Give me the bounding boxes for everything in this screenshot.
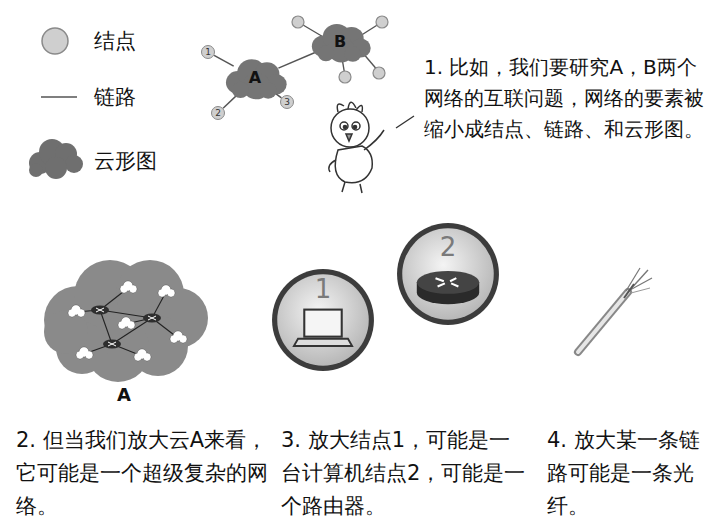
node-name: A [249, 70, 261, 86]
network-cloud: B [308, 21, 372, 63]
callout-text: 1. 比如，我们要研究A，B两个网络的互联问题，网络的要素被缩小成结点、链路、和… [424, 52, 706, 145]
bird-illustration [329, 102, 384, 193]
caption: 4. 放大某一条链路可能是一条光纤。 [547, 424, 707, 523]
network-cloud [38, 252, 210, 382]
legend-link-sample [41, 96, 77, 98]
leader-line [396, 116, 414, 128]
legend-text: 链路 [94, 84, 136, 110]
node-number: 1 [205, 48, 211, 57]
caption: 2. 但当我们放大云A来看，它可能是一个超级复杂的网络。 [16, 424, 274, 523]
zoom-number: 1 [315, 276, 332, 302]
b-satellite-nodes [292, 16, 388, 83]
network-cloud: A [222, 56, 288, 100]
fiber-illustration [578, 268, 652, 352]
legend-node-sample [42, 28, 68, 54]
zoomed-node: 2 [396, 222, 500, 326]
legend-cloud-sample [29, 139, 83, 179]
zoom-number: 2 [440, 234, 457, 260]
node-circle: 3 [280, 95, 294, 109]
node-name: A [117, 386, 131, 404]
legend-text: 结点 [94, 28, 136, 54]
node-name: B [334, 34, 346, 50]
node-number: 3 [284, 98, 290, 107]
node-number: 2 [215, 109, 221, 118]
legend-text: 云形图 [94, 148, 157, 174]
zoomed-cloud: A [38, 252, 210, 406]
b-satellite-links [298, 22, 382, 76]
zoomed-node: 1 [271, 268, 375, 372]
link-line [214, 55, 234, 66]
link-line [278, 52, 317, 69]
caption: 3. 放大结点1，可能是一台计算机结点2，可能是一个路由器。 [281, 424, 527, 523]
node-circle: 2 [211, 106, 225, 120]
node-circle: 1 [201, 45, 215, 59]
